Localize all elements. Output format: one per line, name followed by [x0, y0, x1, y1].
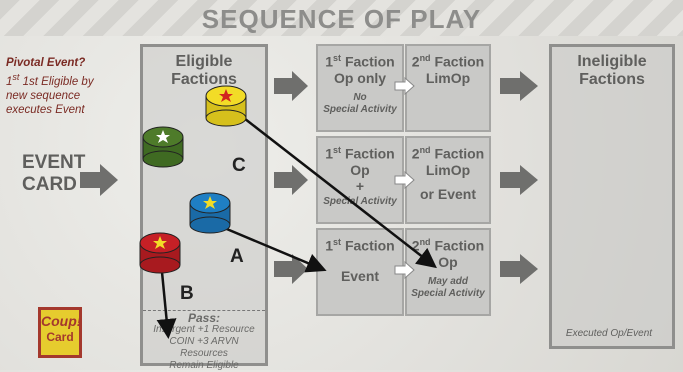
pass-note: Pass: Insurgent +1 Resource COIN +3 ARVN… — [153, 311, 255, 371]
arrow-b — [156, 271, 177, 339]
green-cylinder — [142, 126, 184, 168]
header-band — [0, 0, 683, 36]
executed-note: Executed Op/Event — [565, 328, 653, 339]
pass-divider — [143, 310, 265, 311]
row2-exit-arrow — [500, 165, 538, 195]
pivotal-line3: executes Event — [6, 103, 85, 116]
row3-enter-arrow — [274, 254, 308, 284]
pivotal-event-note: Pivotal Event? 1st 1st Eligible by new s… — [6, 56, 136, 117]
pivotal-line1: 1st 1st Eligible by — [6, 72, 94, 88]
yellow-star-icon-2 — [153, 236, 167, 249]
row2-enter-arrow — [274, 165, 308, 195]
event-card-arrow — [80, 164, 118, 196]
event-card-label: EVENT CARD — [22, 152, 86, 195]
row1-connector-arrow — [394, 76, 415, 96]
row2-second-faction-box: 2nd Faction LimOp or Event — [405, 136, 491, 224]
blue-cylinder — [189, 192, 231, 234]
red-cylinder — [139, 232, 181, 274]
yellow-cylinder — [205, 85, 247, 127]
label-c: C — [232, 155, 246, 176]
row3-exit-arrow — [500, 254, 538, 284]
red-star-icon — [219, 89, 233, 102]
yellow-star-icon — [203, 196, 217, 209]
arrow-a — [221, 225, 327, 273]
arrow-c — [239, 114, 437, 269]
label-a: A — [230, 246, 244, 267]
row3-connector-arrow — [394, 260, 415, 280]
pivotal-heading: Pivotal Event? — [6, 57, 86, 69]
pivotal-line2: new sequence — [6, 89, 81, 102]
row2-connector-arrow — [394, 170, 415, 190]
label-b: B — [180, 283, 194, 304]
row1-enter-arrow — [274, 71, 308, 101]
row1-exit-arrow — [500, 71, 538, 101]
page-title: SEQUENCE OF PLAY — [201, 4, 482, 34]
white-star-icon — [156, 130, 170, 143]
coup-card: Coup! Card — [38, 307, 82, 358]
